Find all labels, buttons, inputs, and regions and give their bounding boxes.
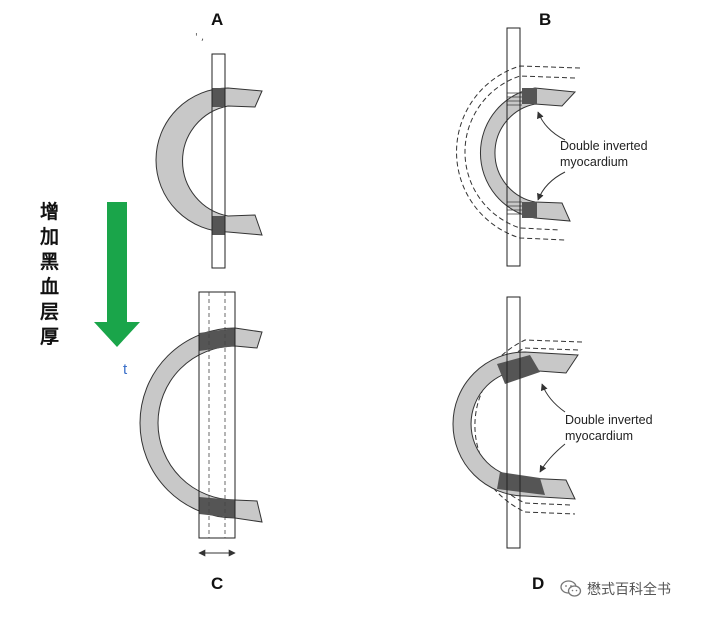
panel-b-pointer-arrow-top — [537, 111, 566, 141]
panel-d-inverted-band-top — [497, 355, 540, 384]
panel-d-myocardium — [452, 351, 579, 500]
panel-d-label: D — [532, 574, 544, 593]
panel-c-slice-band-top — [199, 328, 235, 351]
panel-c-imaging-slice — [198, 291, 236, 539]
panel-d-pointer-arrow-bottom — [539, 443, 566, 473]
panel-d-inverted-band-bottom — [497, 472, 545, 495]
panel-b-imaging-slice — [506, 27, 521, 267]
panel-a-label: A — [211, 10, 223, 29]
panel-b-inverted-band-bottom — [522, 202, 537, 218]
panel-c — [139, 291, 263, 557]
panel-c-label: C — [211, 574, 223, 593]
panel-d-annotation-line1: Double inverted — [565, 413, 653, 427]
side-label-increase-black-blood-thickness: 增加黑血层厚 — [40, 201, 60, 348]
increase-thickness-arrow — [94, 202, 140, 347]
panel-a: ' , — [155, 32, 263, 269]
panel-d-imaging-slice — [506, 296, 521, 549]
panel-b: Double inverted myocardium — [456, 27, 648, 267]
panel-a-tick-marks: ' , — [195, 32, 204, 43]
panel-a-myocardium — [155, 87, 263, 236]
panel-d-pointer-arrow-top — [540, 383, 566, 413]
panel-b-annotation-line2: myocardium — [560, 155, 628, 169]
watermark: 懋式百科全书 — [560, 577, 671, 601]
panel-a-imaging-slice — [211, 53, 226, 269]
panel-a-slice-band-top — [212, 88, 225, 107]
panel-b-inner-dashed-arc — [464, 75, 576, 231]
panel-b-inverted-band-top — [522, 88, 537, 104]
panel-c-myocardium — [139, 327, 263, 523]
panel-a-slice-band-bottom — [212, 216, 225, 235]
panel-b-annotation-line1: Double inverted — [560, 139, 648, 153]
wechat-icon — [560, 580, 582, 597]
panel-c-slice-band-bottom — [199, 497, 235, 518]
panel-d: Double inverted myocardium — [452, 296, 653, 549]
panel-b-label: B — [539, 10, 551, 29]
panel-b-pointer-arrow-bottom — [537, 171, 566, 201]
panel-d-annotation-line2: myocardium — [565, 429, 633, 443]
stray-mark: t — [123, 361, 128, 378]
watermark-text: 懋式百科全书 — [587, 582, 671, 598]
